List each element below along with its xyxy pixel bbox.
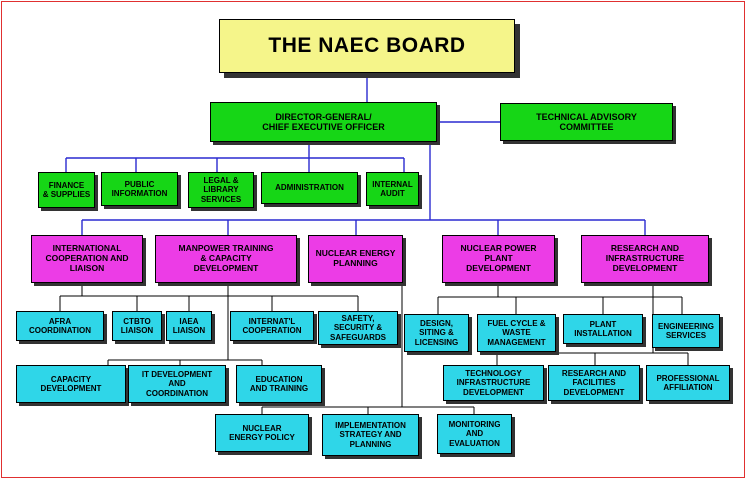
director-general-box: DIRECTOR-GENERAL/ CHIEF EXECUTIVE OFFICE… bbox=[210, 102, 437, 142]
unit-it-development: IT DEVELOPMENT AND COORDINATION bbox=[128, 365, 226, 403]
unit-fuel-cycle-waste: FUEL CYCLE & WASTE MANAGEMENT bbox=[477, 314, 556, 352]
dept-research-infrastructure: RESEARCH AND INFRASTRUCTURE DEVELOPMENT bbox=[581, 235, 709, 283]
unit-ctbto-liaison: CTBTO LIAISON bbox=[112, 311, 162, 341]
technical-advisory-box: TECHNICAL ADVISORY COMMITTEE bbox=[500, 103, 673, 141]
unit-professional-affiliation: PROFESSIONAL AFFILIATION bbox=[646, 365, 730, 401]
finance-supplies-box: FINANCE & SUPPLIES bbox=[38, 172, 95, 208]
dept-nuclear-energy-planning: NUCLEAR ENERGY PLANNING bbox=[308, 235, 403, 283]
unit-iaea-liaison: IAEA LIAISON bbox=[166, 311, 212, 341]
unit-technology-infrastructure: TECHNOLOGY INFRASTRUCTURE DEVELOPMENT bbox=[443, 365, 544, 401]
public-information-box: PUBLIC INFORMATION bbox=[101, 172, 178, 206]
unit-afra-coordination: AFRA COORDINATION bbox=[16, 311, 104, 341]
unit-capacity-development: CAPACITY DEVELOPMENT bbox=[16, 365, 126, 403]
unit-nuclear-energy-policy: NUCLEAR ENERGY POLICY bbox=[215, 414, 309, 452]
board-box: THE NAEC BOARD bbox=[219, 19, 515, 73]
unit-education-training: EDUCATION AND TRAINING bbox=[236, 365, 322, 403]
unit-plant-installation: PLANT INSTALLATION bbox=[563, 314, 643, 344]
internal-audit-box: INTERNAL AUDIT bbox=[366, 172, 419, 206]
unit-international-cooperation: INTERNAT'L COOPERATION bbox=[230, 311, 314, 341]
dept-international-cooperation: INTERNATIONAL COOPERATION AND LIAISON bbox=[31, 235, 143, 283]
unit-engineering-services: ENGINEERING SERVICES bbox=[652, 314, 720, 348]
legal-library-box: LEGAL & LIBRARY SERVICES bbox=[188, 172, 254, 208]
dept-nuclear-power-plant: NUCLEAR POWER PLANT DEVELOPMENT bbox=[442, 235, 555, 283]
administration-box: ADMINISTRATION bbox=[261, 172, 358, 204]
unit-implementation-strategy: IMPLEMENTATION STRATEGY AND PLANNING bbox=[322, 414, 419, 456]
unit-safety-security: SAFETY, SECURITY & SAFEGUARDS bbox=[318, 311, 398, 345]
unit-design-siting-licensing: DESIGN, SITING & LICENSING bbox=[404, 314, 469, 352]
dept-manpower-training: MANPOWER TRAINING & CAPACITY DEVELOPMENT bbox=[155, 235, 297, 283]
unit-monitoring-evaluation: MONITORING AND EVALUATION bbox=[437, 414, 512, 454]
unit-research-facilities: RESEARCH AND FACILITIES DEVELOPMENT bbox=[548, 365, 640, 401]
